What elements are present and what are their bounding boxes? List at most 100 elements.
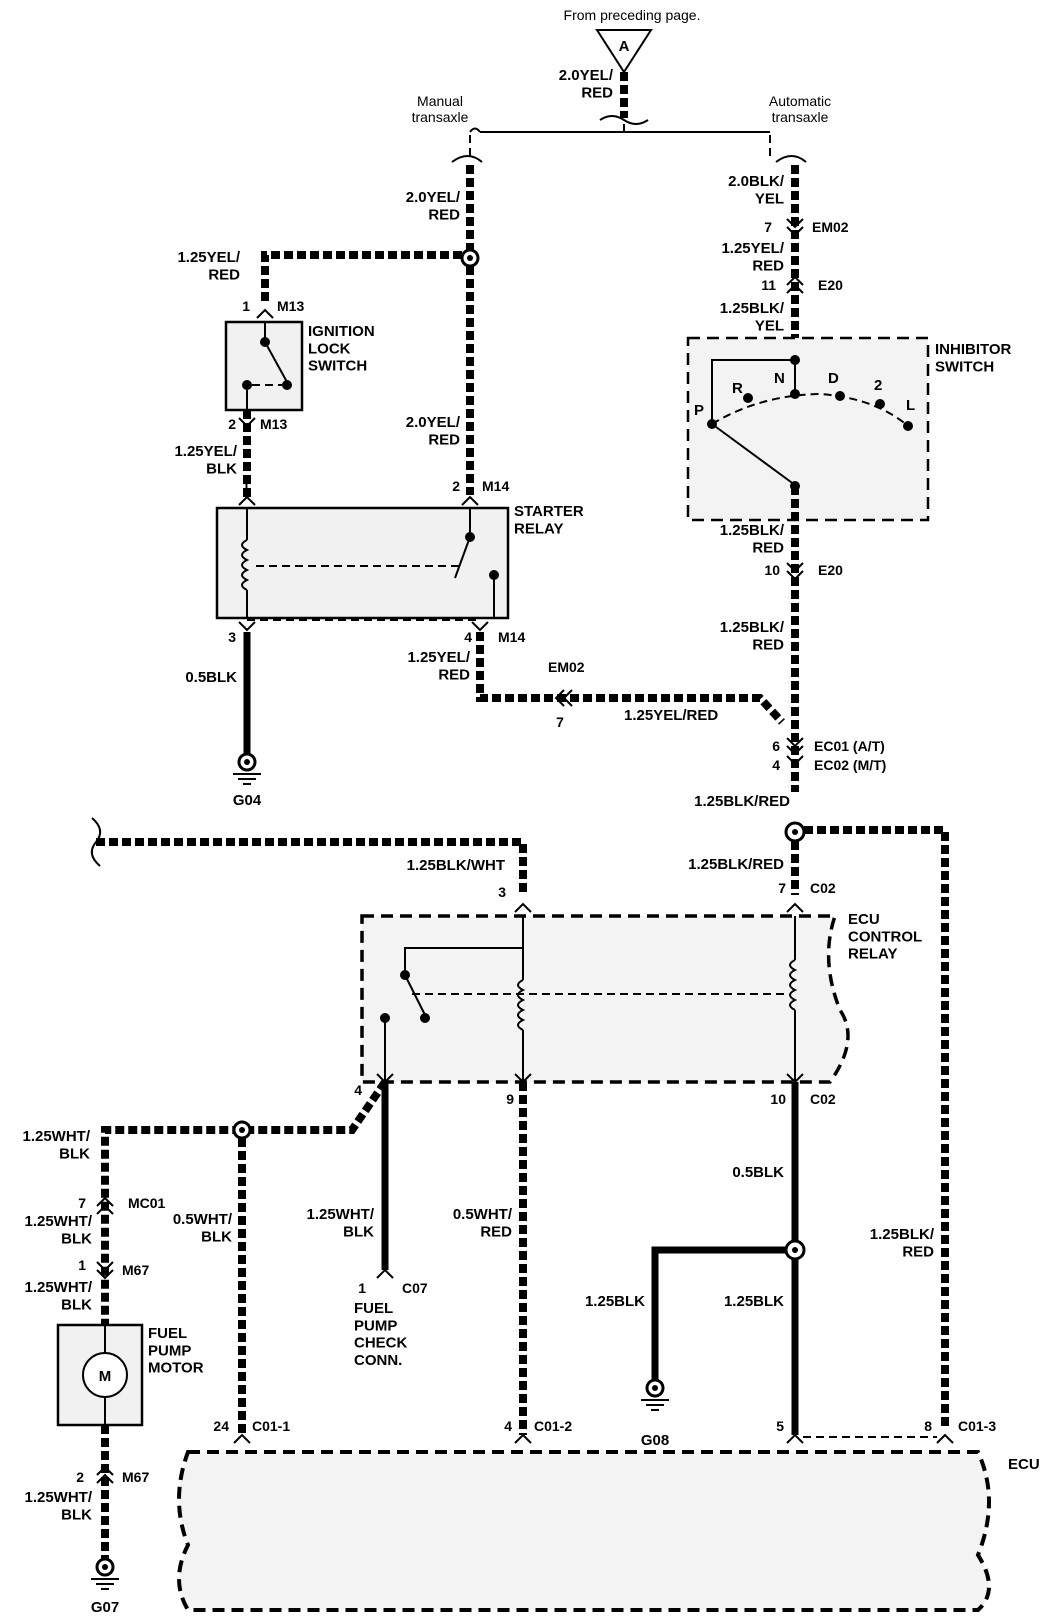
wire-label-auto-inh: 1.25BLK/YEL xyxy=(720,300,785,334)
e20-top-pin: 11 xyxy=(761,277,776,293)
m13-top-pin: 1 xyxy=(242,298,250,314)
relay-internal-left xyxy=(404,916,524,1082)
connector-a-letter: A xyxy=(619,38,630,55)
relay-pin-3: 3 xyxy=(498,884,506,900)
ground-g07-label: G07 xyxy=(91,1599,119,1616)
inhibitor-pos-p: P xyxy=(694,402,704,419)
starter-bottom-symbols xyxy=(238,621,489,632)
wire-label-relay-feed: 1.25BLK/RED xyxy=(688,856,784,873)
c01-1-pin: 24 xyxy=(213,1418,229,1434)
em02-mid-symbol xyxy=(554,689,573,707)
wire-ignition-feed xyxy=(261,251,462,305)
ecu-control-relay xyxy=(360,914,850,1084)
e20-top-symbol xyxy=(786,275,804,294)
m13-bottom-id: M13 xyxy=(260,416,287,432)
wire-ecu-right xyxy=(804,826,949,1430)
c01-3-id: C01-3 xyxy=(958,1418,996,1434)
e20-bottom-pin: 10 xyxy=(764,562,780,578)
ecu-pin-5: 5 xyxy=(776,1418,784,1434)
inhibitor-junction xyxy=(790,355,800,365)
e20-top-id: E20 xyxy=(818,277,843,293)
em02-top-id: EM02 xyxy=(812,219,849,235)
wire-starter-out xyxy=(476,632,785,725)
inhibitor-selector-blade xyxy=(711,423,796,486)
wire-g08 xyxy=(651,1246,786,1380)
starter-dash-border xyxy=(247,507,480,621)
wire-blk-wht xyxy=(96,838,527,895)
relay-pin-9: 9 xyxy=(506,1091,514,1107)
c02-top-id: C02 xyxy=(810,880,836,896)
mc01-symbol xyxy=(96,1196,114,1215)
wire-label-wht-blk-main: 1.25WHT/BLK xyxy=(22,1128,90,1162)
wire-label-manual-a: 2.0YEL/RED xyxy=(406,189,461,223)
m67-bottom-symbol xyxy=(96,1465,114,1484)
m67-top-symbol xyxy=(96,1261,114,1280)
ignition-switch-blade xyxy=(264,341,288,383)
m67-bottom-id: M67 xyxy=(122,1469,149,1485)
starter-pin-1: 1 xyxy=(242,478,250,494)
wire-label-g08-left: 1.25BLK xyxy=(585,1293,645,1310)
inhibitor-arc xyxy=(711,392,909,427)
splice-wht-blk-center xyxy=(239,1127,245,1133)
wire-wht-blk-main xyxy=(101,1079,389,1325)
ground-g07-symbol xyxy=(91,1557,119,1590)
ec01-id: EC01 (A/T) xyxy=(814,738,885,754)
inhibitor-pos-d: D xyxy=(828,370,839,387)
c01-3-pin: 8 xyxy=(924,1418,932,1434)
ecu-label: ECU xyxy=(1008,1456,1040,1473)
ground-g04-label: G04 xyxy=(233,792,262,809)
inhibitor-pos-n: N xyxy=(774,370,785,387)
starter-top-symbols xyxy=(238,495,479,506)
inhibitor-contact-n xyxy=(790,389,800,399)
wire-label-ec-out: 1.25BLK/RED xyxy=(694,793,790,810)
m67-top-id: M67 xyxy=(122,1262,149,1278)
inhibitor-pos-r: R xyxy=(732,380,743,397)
wire-label-starter-gnd: 0.5BLK xyxy=(185,669,237,686)
wire-label-inh-out2: 1.25BLK/RED xyxy=(720,619,785,653)
pump-motor-symbol: M xyxy=(99,1368,112,1385)
c02-bottom-pin: 10 xyxy=(770,1091,786,1107)
inhibitor-contact-r xyxy=(743,393,753,403)
ecu-pin-symbols xyxy=(233,1433,954,1444)
splice-ec-center xyxy=(792,829,798,835)
mc01-id: MC01 xyxy=(128,1195,166,1211)
e20-bottom-symbol xyxy=(786,562,804,581)
wire-label-ecu-right: 1.25BLK/RED xyxy=(870,1226,935,1260)
from-preceding-page-label: From preceding page. xyxy=(564,7,701,23)
m14-in-id: M14 xyxy=(482,478,509,494)
wire-label-blk-wht: 1.25BLK/WHT xyxy=(407,857,505,874)
c01-2-id: C01-2 xyxy=(534,1418,572,1434)
inhibitor-pos-l: L xyxy=(906,397,915,414)
wire-label-inh-out: 1.25BLK/RED xyxy=(720,522,785,556)
em02-top-symbol xyxy=(786,218,804,237)
branch-leaders xyxy=(469,135,771,160)
wire-label-relay-gnd: 0.5BLK xyxy=(732,1164,784,1181)
ec01-pin: 6 xyxy=(772,738,780,754)
m67-top-pin: 1 xyxy=(78,1257,86,1273)
splice-g08-center xyxy=(792,1247,798,1253)
ground-g08-label: G08 xyxy=(641,1432,669,1449)
branch-line xyxy=(469,124,770,133)
wire-label-pump-gnd: 1.25WHT/BLK xyxy=(24,1489,92,1523)
starter-internal xyxy=(469,508,495,619)
wire-label-em02-run: 1.25YEL/RED xyxy=(624,707,718,724)
wire-label-ign-in: 1.25YEL/RED xyxy=(177,249,240,283)
c07-id: C07 xyxy=(402,1280,428,1296)
pump-motor-circle xyxy=(82,1352,128,1398)
ground-g04-symbol xyxy=(233,752,261,785)
ecu xyxy=(177,1450,991,1612)
c02-top-pin: 7 xyxy=(778,880,786,896)
mc01-pin: 7 xyxy=(78,1195,86,1211)
m14-in-pin: 2 xyxy=(452,478,460,494)
wire-break-top xyxy=(599,115,649,125)
splice-manual-center xyxy=(467,255,473,261)
connector-a-symbol: A xyxy=(595,29,653,74)
em02-mid-id: EM02 xyxy=(548,659,585,675)
